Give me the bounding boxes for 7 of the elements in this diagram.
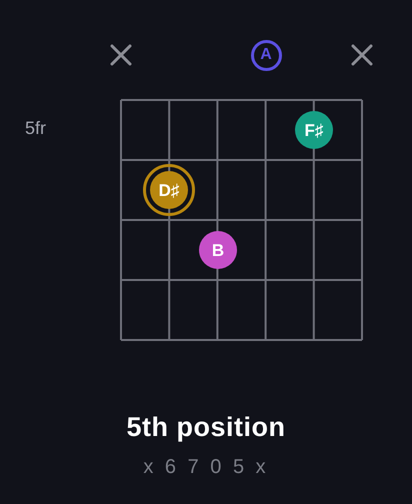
finger-dot: B [199,231,237,269]
open-string-marker: A [250,40,282,70]
chord-title: 5th position [126,412,286,444]
fingering-caption: x 6 7 0 5 x [143,456,269,479]
ringed-finger-dot: D♯ [143,164,195,216]
fret-number: 5fr [25,119,46,139]
finger-dot: F♯ [295,111,333,149]
